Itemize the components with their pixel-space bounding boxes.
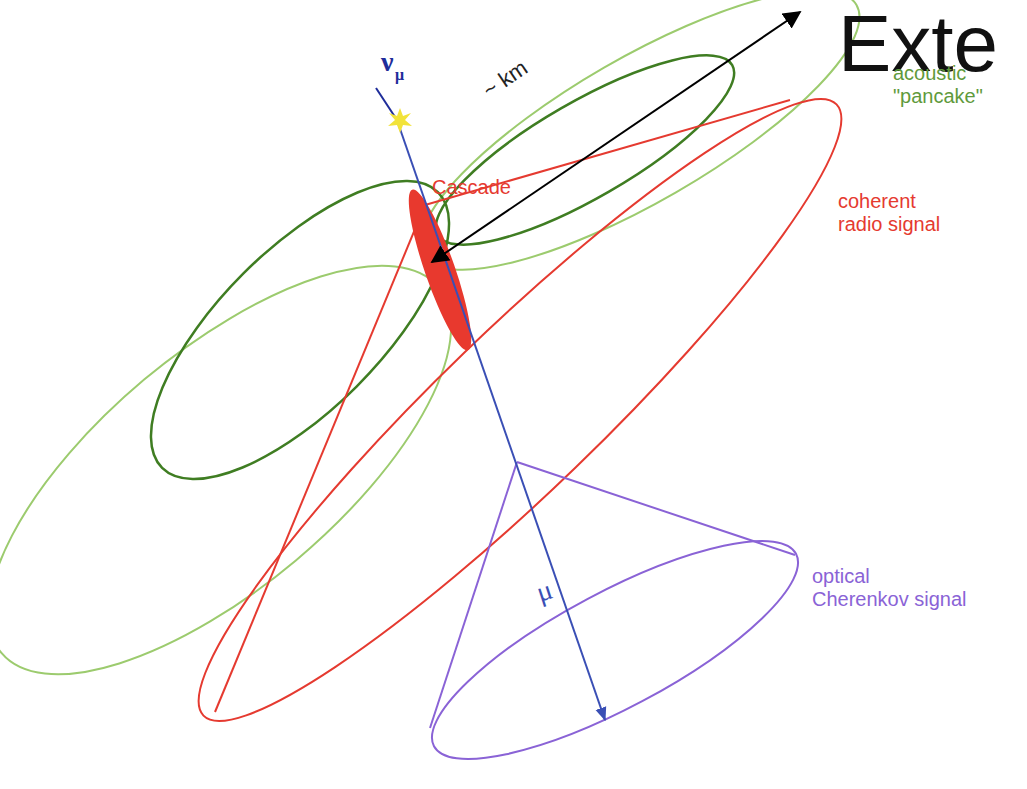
radio-label: coherent radio signal [838,190,956,236]
neutrino-symbol: ν [381,46,394,78]
interaction-star [388,108,412,133]
muon-label: μ [532,573,556,608]
muon-track [398,123,605,720]
scale-label: ~ km [478,55,532,103]
radio-cone [148,47,892,773]
acoustic-label: acoustic "pancake" [893,62,1005,108]
cherenkov-label: optical Cherenkov signal [812,565,970,611]
acoustic-inner [106,23,757,524]
neutrino-subscript: μ [395,66,404,84]
acoustic-pancake [0,0,893,744]
scale-arrow [432,12,800,262]
cascade-label: Cascade [432,176,511,199]
cherenkov-cone [407,462,823,789]
